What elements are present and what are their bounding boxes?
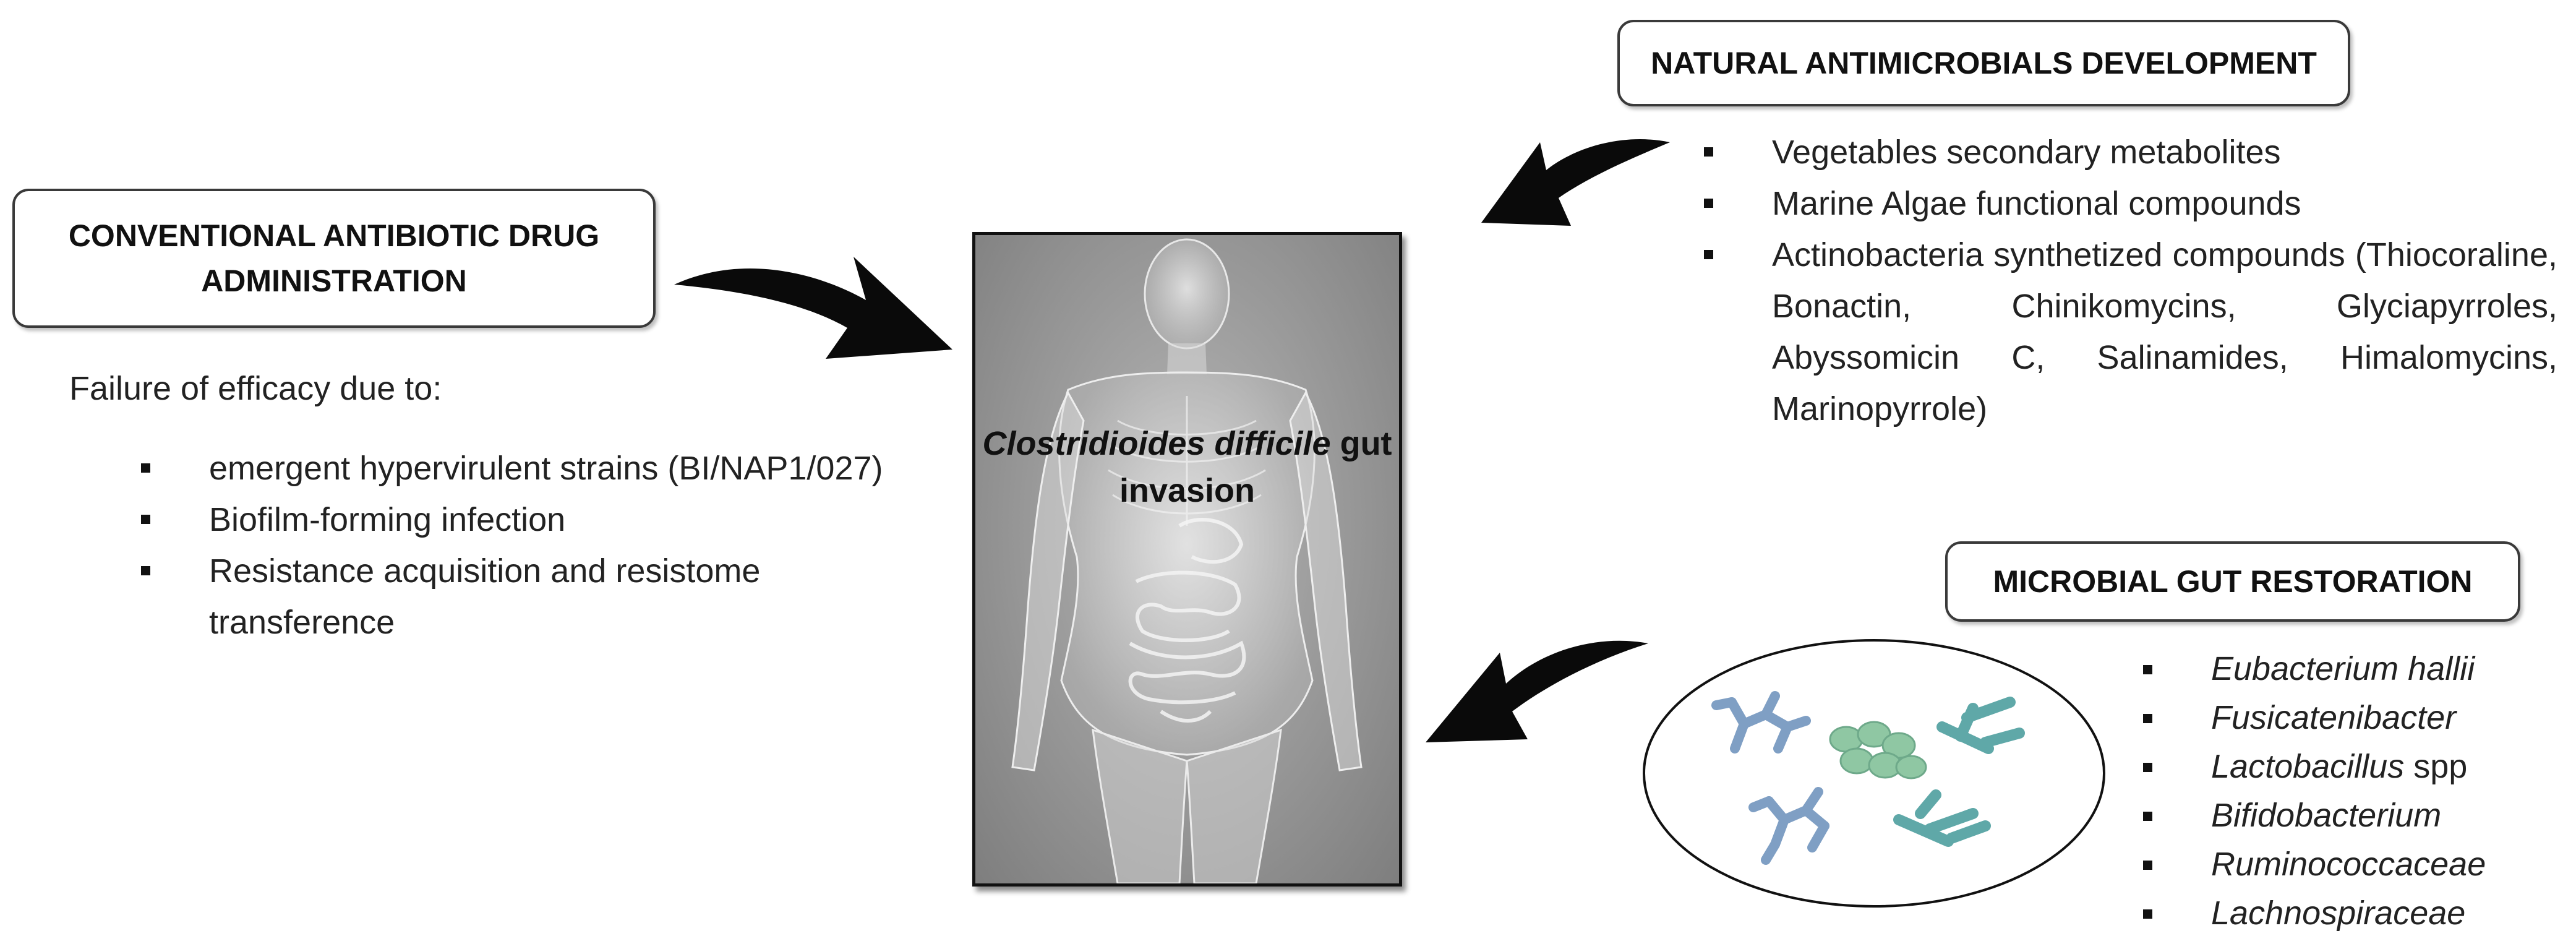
conventional-antibiotic-title: CONVENTIONAL ANTIBIOTIC DRUG ADMINISTRAT… bbox=[68, 218, 600, 298]
list-item: emergent hypervirulent strains (BI/NAP1/… bbox=[141, 443, 970, 494]
failure-reasons-list: emergent hypervirulent strains (BI/NAP1/… bbox=[141, 443, 970, 648]
arrow-top-right-to-center bbox=[1481, 139, 1670, 226]
conventional-antibiotic-box: CONVENTIONAL ANTIBIOTIC DRUG ADMINISTRAT… bbox=[12, 189, 656, 328]
list-item: Lactobacillus spp bbox=[2143, 742, 2551, 791]
cocci-cluster-icon bbox=[1829, 721, 1927, 779]
natural-antimicrobials-box: NATURAL ANTIMICROBIALS DEVELOPMENT bbox=[1617, 20, 2350, 106]
human-body-image bbox=[972, 232, 1402, 887]
list-item: Biofilm-forming infection bbox=[141, 494, 970, 546]
gut-microbiota-ellipse bbox=[1643, 639, 2105, 908]
arrow-left-to-center bbox=[674, 257, 952, 359]
natural-antimicrobials-title: NATURAL ANTIMICROBIALS DEVELOPMENT bbox=[1651, 45, 2317, 80]
bifidobacterium-icon-2 bbox=[1748, 787, 1829, 865]
list-item: Lachnospiraceae bbox=[2143, 889, 2551, 938]
list-item: Resistance acquisition and resistome tra… bbox=[141, 546, 828, 648]
natural-antimicrobials-list: Vegetables secondary metabolites Marine … bbox=[1704, 127, 2557, 435]
list-item: Actinobacteria synthetized compounds (Th… bbox=[1704, 230, 2557, 435]
microbial-gut-restoration-title: MICROBIAL GUT RESTORATION bbox=[1993, 564, 2473, 599]
center-label-rest: gut invasion bbox=[1119, 425, 1392, 509]
bacillus-rods-icon-2 bbox=[1893, 789, 1991, 847]
list-item: Ruminococcaceae bbox=[2143, 840, 2551, 889]
microbial-gut-restoration-box: MICROBIAL GUT RESTORATION bbox=[1945, 541, 2520, 622]
failure-intro-text: Failure of efficacy due to: bbox=[69, 370, 442, 407]
list-item: Marine Algae functional compounds bbox=[1704, 178, 2557, 230]
list-item: Fusicatenibacter bbox=[2143, 694, 2551, 742]
arrow-bottom-right-to-center bbox=[1426, 640, 1648, 742]
gut-restoration-taxa-list: Eubacterium hallii Fusicatenibacter Lact… bbox=[2143, 645, 2551, 938]
center-label-species: Clostridioides difficile bbox=[982, 425, 1331, 462]
bifidobacterium-icon bbox=[1711, 691, 1811, 754]
human-silhouette-icon bbox=[1011, 238, 1363, 883]
bacillus-rods-icon bbox=[1936, 697, 2025, 754]
list-item: Vegetables secondary metabolites bbox=[1704, 127, 2557, 178]
list-item: Bifidobacterium bbox=[2143, 791, 2551, 840]
center-label: Clostridioides difficile gut invasion bbox=[972, 421, 1402, 514]
list-item: Eubacterium hallii bbox=[2143, 645, 2551, 694]
